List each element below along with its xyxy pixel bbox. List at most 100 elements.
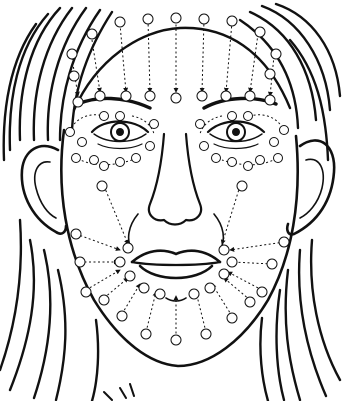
massage-point	[228, 158, 237, 167]
left-eyebrow	[78, 98, 150, 108]
neck-left	[92, 320, 98, 401]
massage-point	[115, 17, 125, 27]
massage-point	[115, 257, 125, 267]
massage-point	[201, 329, 211, 339]
massage-point	[228, 112, 237, 121]
massage-point	[227, 257, 237, 267]
massage-point	[72, 154, 81, 163]
massage-point	[71, 229, 81, 239]
massage-point	[196, 120, 205, 129]
massage-point	[280, 126, 289, 135]
massage-point	[279, 237, 289, 247]
massage-arrow	[228, 272, 262, 290]
massage-point	[270, 138, 279, 147]
massage-point	[81, 287, 91, 297]
massage-point	[205, 283, 215, 293]
massage-point	[227, 16, 237, 26]
right-ear-inner	[300, 159, 323, 218]
massage-arrow	[76, 234, 120, 250]
massage-points	[66, 13, 290, 345]
massage-point	[189, 289, 199, 299]
massage-point	[66, 128, 75, 137]
massage-arrow	[104, 278, 128, 298]
massage-point	[265, 69, 275, 79]
massage-point	[132, 154, 141, 163]
massage-point	[221, 91, 231, 101]
collar-mark	[104, 384, 134, 400]
upper-lip	[132, 251, 220, 262]
massage-point	[267, 259, 277, 269]
massage-point	[197, 91, 207, 101]
massage-arrow	[232, 262, 272, 264]
right-eye	[208, 122, 264, 149]
neck-right	[260, 318, 268, 401]
massage-arrow	[86, 270, 120, 290]
lower-lip	[140, 266, 212, 278]
massage-arrow	[122, 284, 140, 314]
massage-arrow	[104, 186, 128, 244]
massage-point	[212, 154, 221, 163]
massage-arrow	[226, 22, 232, 92]
massage-arrow	[120, 24, 126, 92]
nose	[149, 134, 201, 225]
massage-point	[78, 138, 87, 147]
massage-point	[274, 154, 283, 163]
massage-point	[257, 287, 267, 297]
massage-point	[171, 13, 181, 23]
massage-arrow	[70, 115, 104, 132]
massage-point	[116, 112, 125, 121]
massage-point	[237, 181, 247, 191]
left-eye	[92, 122, 148, 149]
massage-point	[75, 257, 85, 267]
massage-point	[244, 162, 253, 171]
massage-point	[125, 271, 135, 281]
massage-point	[69, 71, 79, 81]
massage-point	[200, 142, 209, 151]
massage-arrow	[230, 242, 284, 250]
massage-point	[265, 95, 275, 105]
massage-point	[227, 313, 237, 323]
massage-point	[146, 142, 155, 151]
nasolabial-right	[214, 214, 223, 250]
massage-point	[143, 14, 153, 24]
massage-point	[245, 297, 255, 307]
massage-point	[219, 269, 229, 279]
massage-arrow	[250, 115, 284, 132]
massage-arrow	[202, 20, 204, 92]
massage-point	[100, 162, 109, 171]
massage-arrow	[222, 186, 240, 244]
massage-point	[87, 29, 97, 39]
massage-point	[199, 14, 209, 24]
left-ear-inner	[35, 162, 56, 218]
massage-arrow	[146, 292, 156, 332]
massage-point	[117, 311, 127, 321]
massage-point	[150, 120, 159, 129]
massage-point	[271, 49, 281, 59]
massage-point	[171, 93, 181, 103]
massage-point	[255, 27, 265, 37]
massage-point	[97, 181, 107, 191]
massage-point	[245, 91, 255, 101]
massage-point	[155, 289, 165, 299]
massage-point	[73, 97, 83, 107]
left-ear	[22, 146, 66, 234]
massage-point	[99, 295, 109, 305]
massage-point	[219, 245, 229, 255]
massage-point	[139, 283, 149, 293]
massage-point	[67, 49, 77, 59]
lip-line	[132, 262, 220, 265]
massage-point	[95, 91, 105, 101]
massage-arrow	[148, 20, 150, 92]
massage-point	[116, 158, 125, 167]
massage-point	[123, 243, 133, 253]
massage-point	[256, 156, 265, 165]
massage-point	[141, 329, 151, 339]
massage-point	[121, 91, 131, 101]
massage-arrow	[250, 34, 258, 92]
hair-right	[240, 4, 340, 160]
massage-point	[171, 335, 181, 345]
massage-point	[100, 112, 109, 121]
massage-point	[145, 91, 155, 101]
